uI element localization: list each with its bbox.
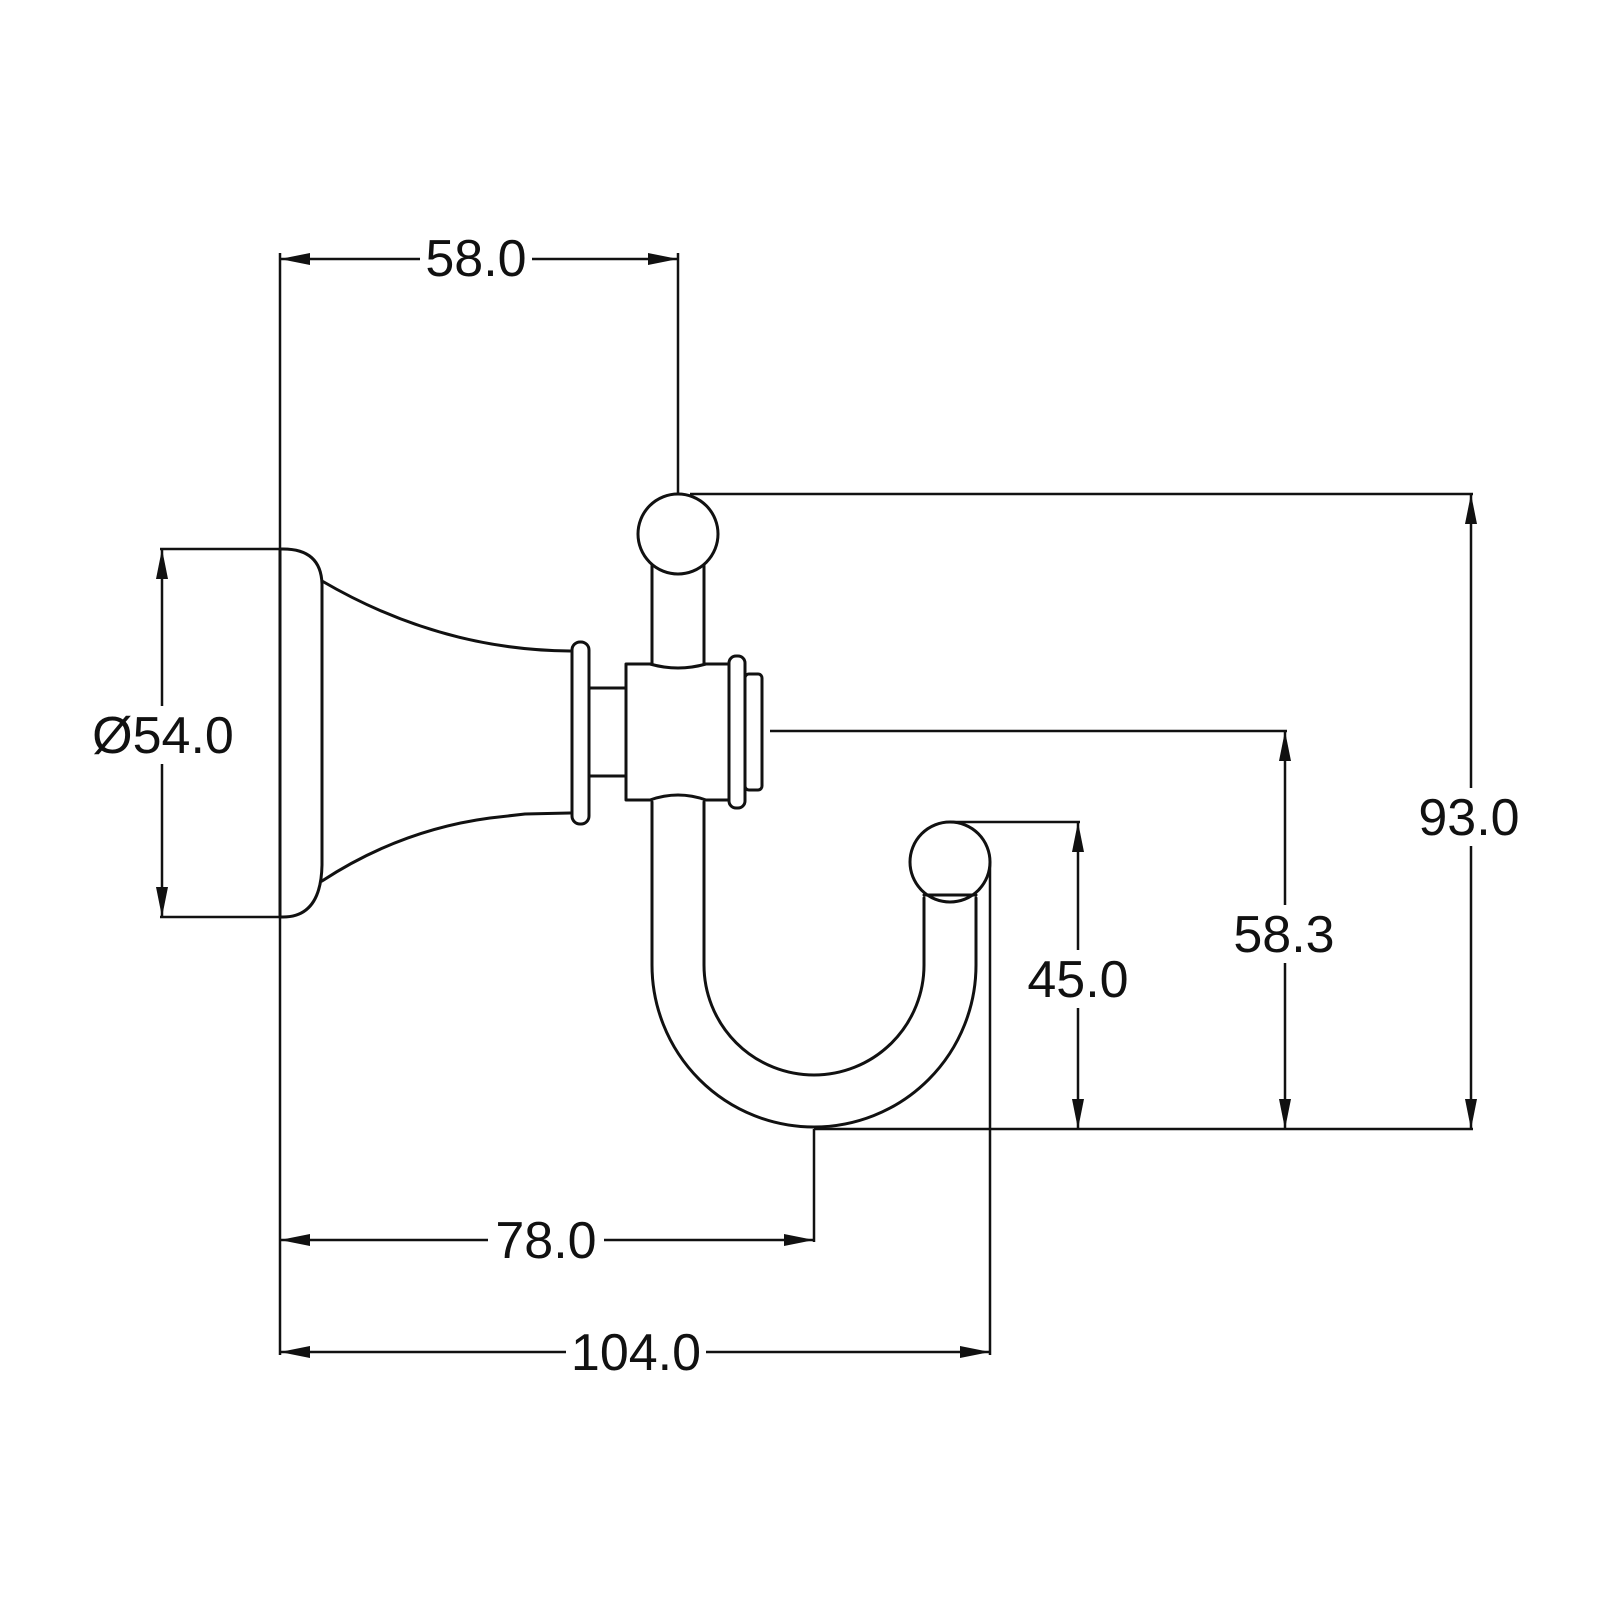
bottom-projection-label: 78.0: [495, 1212, 596, 1270]
lower-hook: [650, 800, 978, 1129]
hook-tip-height-label: 45.0: [1027, 951, 1128, 1009]
collar-ring-left: [570, 640, 591, 826]
dimension-upper-projection: 58.0: [280, 228, 678, 288]
end-cap: [743, 672, 764, 792]
collar-ring-right: [727, 654, 747, 810]
dimension-flange-diameter: Ø54.0: [84, 549, 242, 917]
overall-projection-label: 104.0: [571, 1324, 701, 1382]
central-hub: [624, 662, 731, 802]
wall-flange: [278, 547, 324, 919]
flange-bell-upper: [320, 579, 572, 653]
extension-lines: [160, 253, 1473, 1355]
upper-arm: [650, 563, 706, 666]
robe-hook-outline: [278, 492, 992, 1129]
collar-sleeve: [587, 686, 628, 778]
dimension-overall-projection: 104.0: [280, 1323, 990, 1382]
dimension-bottom-projection: 78.0: [280, 1211, 814, 1270]
overall-height-label: 93.0: [1418, 789, 1519, 847]
dimension-hook-height: 58.3: [1228, 731, 1344, 1129]
hook-height-label: 58.3: [1233, 906, 1334, 964]
upper-ball: [636, 492, 720, 576]
flange-diameter-label: Ø54.0: [92, 707, 234, 765]
upper-projection-label: 58.0: [425, 230, 526, 288]
lower-ball: [908, 820, 992, 904]
dimension-overall-height: 93.0: [1412, 494, 1530, 1129]
flange-bell-lower: [320, 811, 572, 883]
dimension-hook-tip-height: 45.0: [1022, 822, 1138, 1129]
